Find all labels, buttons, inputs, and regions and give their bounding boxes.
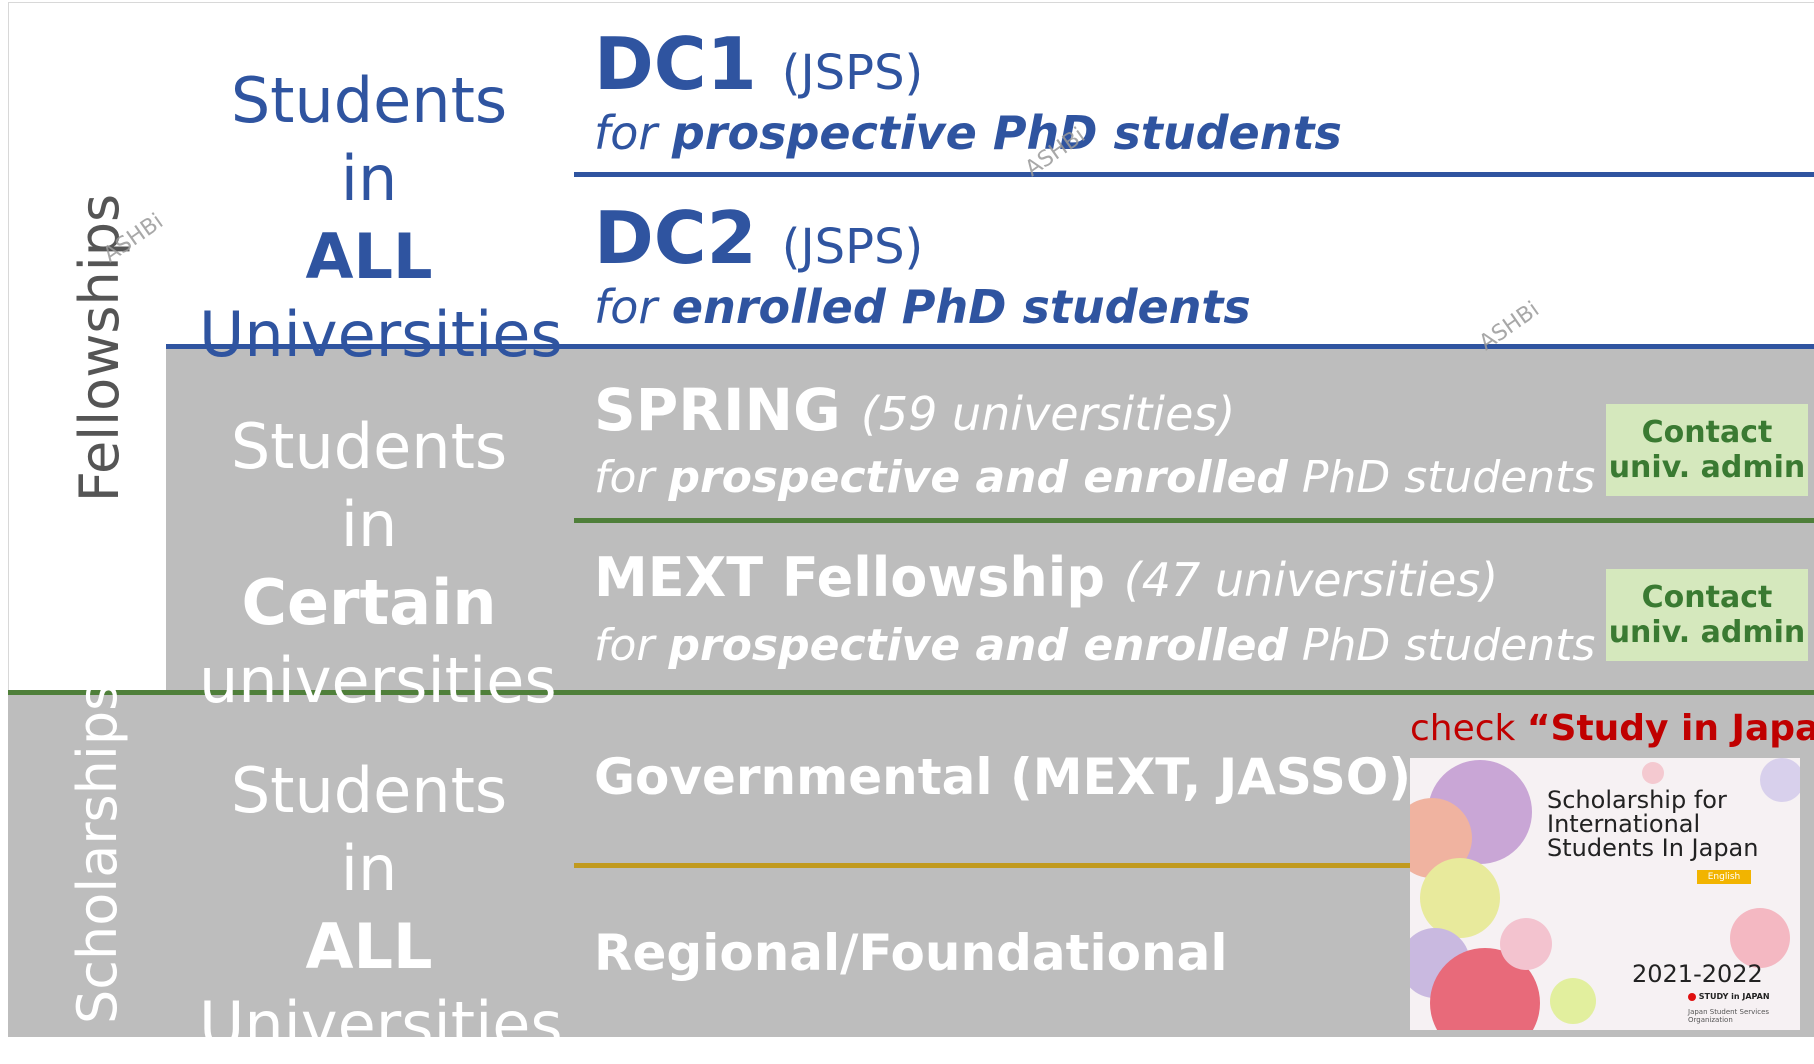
group-all-universities-top: Students in ALL Universities bbox=[199, 62, 563, 374]
contact-line1: Contact bbox=[1641, 415, 1773, 450]
cover-circle-decoration bbox=[1500, 918, 1552, 970]
dc1-name: DC1 bbox=[594, 22, 757, 106]
cover-circle-decoration bbox=[1760, 758, 1800, 802]
mext-contact-box: Contact univ. admin bbox=[1606, 569, 1808, 661]
study-in-japan-note: check “Study in Japan” bbox=[1410, 708, 1814, 749]
spring-title: SPRING (59 universities) bbox=[594, 376, 1235, 444]
cover-circle-decoration bbox=[1420, 858, 1500, 938]
cover-circle-decoration bbox=[1730, 908, 1790, 968]
dc2-subtitle: for enrolled PhD students bbox=[594, 280, 1251, 334]
mext-fellowship-title: MEXT Fellowship (47 universities) bbox=[594, 546, 1498, 609]
mext-sub-bold: prospective and enrolled bbox=[668, 620, 1288, 671]
governmental-title: Governmental (MEXT, JASSO) bbox=[594, 748, 1412, 806]
spring-subtitle: for prospective and enrolled PhD student… bbox=[594, 452, 1595, 503]
dc2-org: (JSPS) bbox=[781, 219, 924, 275]
slide-frame bbox=[8, 2, 1814, 1036]
cover-logo-text: STUDY in JAPAN bbox=[1698, 992, 1770, 1001]
contact-line2: univ. admin bbox=[1608, 450, 1806, 485]
check-title: “Study in Japan” bbox=[1526, 708, 1814, 749]
group-line3: Universities bbox=[199, 988, 563, 1061]
dc2-title: DC2 (JSPS) bbox=[594, 196, 923, 280]
dc2-name: DC2 bbox=[594, 196, 757, 280]
contact-line2: univ. admin bbox=[1608, 615, 1806, 650]
dc2-sub-bold: enrolled PhD students bbox=[671, 280, 1251, 334]
spring-sub-prefix: for bbox=[594, 452, 655, 503]
spring-name: SPRING bbox=[594, 376, 841, 444]
contact-line1: Contact bbox=[1641, 580, 1773, 615]
spring-contact-box: Contact univ. admin bbox=[1606, 404, 1808, 496]
cover-language-tag: English bbox=[1697, 870, 1751, 884]
group-line1: Students in bbox=[230, 754, 508, 905]
group-line2: ALL bbox=[305, 220, 433, 293]
divider-fellowship-all bbox=[166, 344, 1814, 349]
cover-circle-decoration bbox=[1550, 978, 1596, 1024]
spring-sub-bold: prospective and enrolled bbox=[668, 452, 1288, 503]
group-certain-universities: Students in Certain universities bbox=[199, 408, 557, 720]
check-prefix: check bbox=[1410, 708, 1516, 749]
dc1-org: (JSPS) bbox=[781, 45, 924, 101]
group-line2: ALL bbox=[305, 910, 433, 983]
divider-fellowships-scholarships bbox=[8, 690, 1814, 695]
cover-circle-decoration bbox=[1642, 762, 1664, 784]
dc1-sub-prefix: for bbox=[594, 106, 658, 160]
mext-sub-prefix: for bbox=[594, 620, 655, 671]
group-line2: Certain bbox=[241, 566, 497, 639]
group-line1: Students in bbox=[230, 64, 508, 215]
mext-subtitle: for prospective and enrolled PhD student… bbox=[594, 620, 1595, 671]
mext-sub-suffix: PhD students bbox=[1301, 620, 1596, 671]
group-line3: Universities bbox=[199, 298, 563, 371]
dc1-sub-bold: prospective PhD students bbox=[671, 106, 1342, 160]
cover-year: 2021-2022 bbox=[1632, 960, 1763, 988]
spring-sub-suffix: PhD students bbox=[1301, 452, 1596, 503]
cover-title: Scholarship for International Students I… bbox=[1547, 786, 1759, 862]
group-line1: Students in bbox=[230, 410, 508, 561]
regional-title: Regional/Foundational bbox=[594, 924, 1228, 982]
group-all-universities-bottom: Students in ALL Universities bbox=[199, 752, 563, 1064]
divider-spring-mext bbox=[574, 518, 1814, 523]
spring-note: (59 universities) bbox=[860, 387, 1236, 441]
study-in-japan-logo-icon bbox=[1688, 992, 1696, 1001]
divider-dc1-dc2 bbox=[574, 172, 1814, 177]
scholarships-label: Scholarships bbox=[66, 682, 129, 1024]
dc1-subtitle: for prospective PhD students bbox=[594, 106, 1342, 160]
mext-note: (47 universities) bbox=[1123, 553, 1499, 607]
mext-name: MEXT Fellowship bbox=[594, 546, 1105, 609]
study-in-japan-cover: Scholarship for International Students I… bbox=[1410, 758, 1800, 1030]
dc2-sub-prefix: for bbox=[594, 280, 658, 334]
dc1-title: DC1 (JSPS) bbox=[594, 22, 923, 106]
divider-gov-regional bbox=[574, 863, 1414, 868]
cover-org: Japan Student Services Organization bbox=[1688, 1008, 1770, 1024]
group-line3: universities bbox=[199, 644, 557, 717]
cover-logo: STUDY in JAPAN bbox=[1688, 992, 1770, 1001]
